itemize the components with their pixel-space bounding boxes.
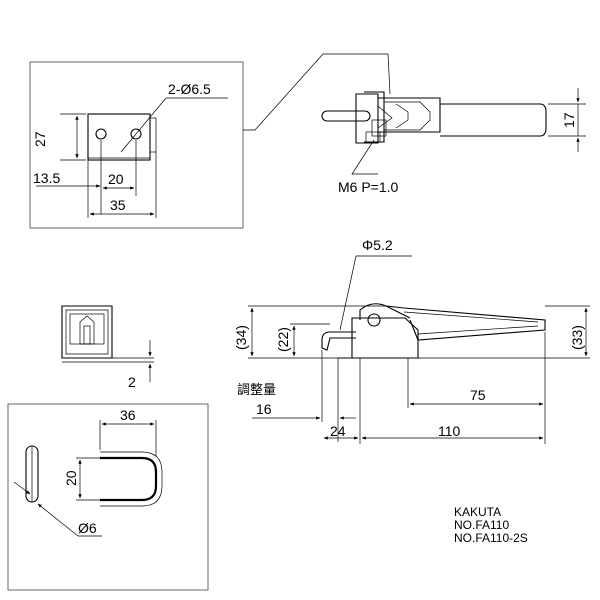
- hook-offset: 24: [330, 423, 346, 439]
- latch-top-view: 17 M6 P=1.0: [321, 88, 586, 195]
- latch-handle: [440, 103, 547, 137]
- mounting-plate: [87, 113, 151, 161]
- model-number-2: NO.FA110-2S: [454, 531, 528, 545]
- side-view: Φ5.2 (34) (22) (33) 調整量 16 75 24 110: [233, 237, 590, 444]
- hook-height: 17: [561, 112, 577, 128]
- latch-body: [355, 93, 379, 144]
- brand-name: KAKUTA: [454, 505, 501, 519]
- adjust-value: 16: [256, 401, 272, 417]
- pin-diameter: Φ5.2: [362, 237, 393, 253]
- wire-diameter: Ø6: [78, 520, 97, 536]
- handle-length: 75: [470, 387, 486, 403]
- hook-rod: [321, 110, 371, 122]
- base-length: 110: [438, 423, 461, 439]
- loop-height: 20: [63, 470, 79, 486]
- model-number-1: NO.FA110: [454, 518, 509, 532]
- thread-spec: M6 P=1.0: [338, 179, 399, 195]
- hole-callout: 2-Ø6.5: [168, 81, 211, 97]
- loop-width: 36: [120, 407, 136, 423]
- height-handle: (33): [569, 325, 585, 350]
- height-hook: (22): [275, 327, 291, 352]
- latch-hook: [321, 331, 356, 351]
- wire-loop: [100, 456, 158, 502]
- mounting-detail: 2-Ø6.5 27 13.5 20 35: [29, 53, 391, 229]
- mounting-hole-left: [95, 128, 107, 140]
- adjust-label: 調整量: [237, 382, 276, 397]
- loop-detail: 36 20 Ø6: [7, 403, 209, 591]
- side-handle: [385, 305, 546, 341]
- pivot-pin: [367, 313, 381, 327]
- mounting-detail-frame: [29, 61, 244, 229]
- mounting-height: 27: [32, 131, 48, 147]
- hole-pitch: 20: [108, 171, 124, 187]
- plate-thickness: 2: [128, 374, 136, 390]
- height-overall: (34): [233, 325, 249, 350]
- mounting-width: 35: [110, 197, 126, 213]
- maker-block: KAKUTA NO.FA110 NO.FA110-2S: [454, 505, 528, 545]
- loop-detail-frame: [7, 403, 209, 591]
- mounting-hole-right: [130, 128, 142, 140]
- edge-offset: 13.5: [33, 170, 60, 186]
- end-view: 2: [61, 305, 154, 390]
